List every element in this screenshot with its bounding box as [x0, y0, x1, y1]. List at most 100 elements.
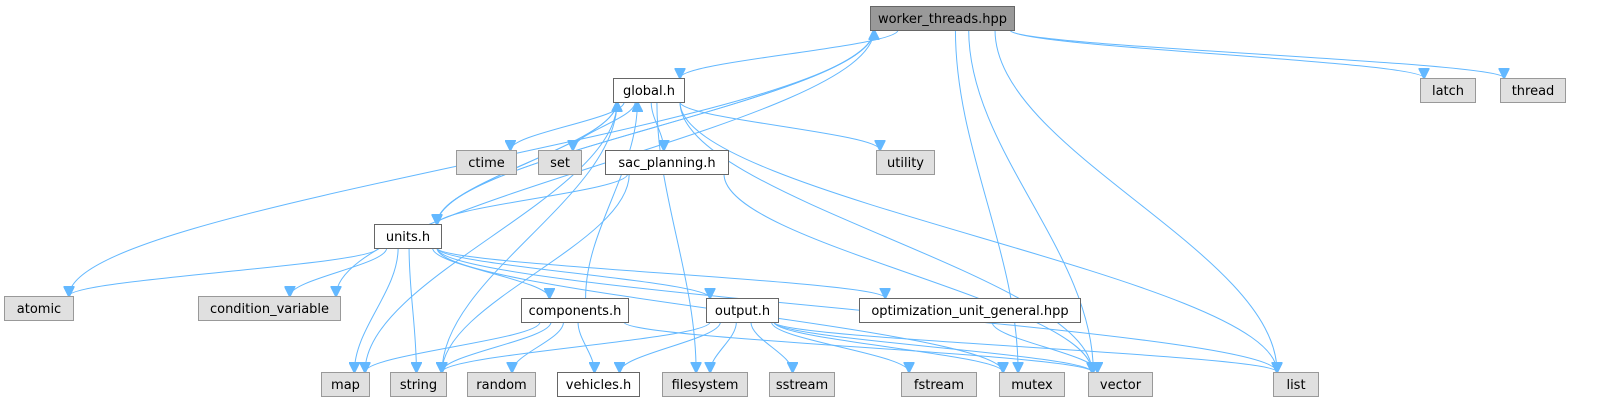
node-mutex: mutex	[999, 372, 1065, 397]
edge-line	[991, 321, 1097, 372]
node-label: set	[550, 156, 570, 171]
node-label: thread	[1512, 84, 1555, 99]
node-box	[467, 372, 536, 397]
edge-line	[432, 247, 550, 298]
node-ctime: ctime	[456, 150, 517, 175]
node-box	[1420, 78, 1476, 103]
node-box	[390, 372, 447, 397]
edge-line	[1009, 29, 1504, 78]
edge-global-to-vector	[679, 101, 1092, 372]
edge-sac_planning-to-vector	[723, 173, 1092, 372]
edge-units-to-global	[436, 102, 617, 225]
node-components[interactable]: components.h	[521, 298, 629, 323]
node-box	[662, 372, 748, 397]
edge-output-to-fstream	[770, 321, 909, 372]
node-box	[4, 296, 74, 321]
node-label: random	[476, 378, 526, 393]
edge-line	[354, 247, 399, 372]
edge-units-to-optimization	[436, 247, 885, 298]
node-box	[557, 372, 640, 397]
node-label: utility	[887, 156, 924, 171]
edge-worker_threads-to-global	[680, 29, 899, 78]
node-box	[456, 150, 517, 175]
edge-output-to-vehicles	[620, 321, 721, 372]
edge-worker_threads-to-list	[994, 29, 1277, 372]
node-box	[769, 372, 835, 397]
node-label: output.h	[715, 304, 770, 319]
edge-line	[577, 321, 594, 372]
node-vector: vector	[1088, 372, 1153, 397]
edge-worker_threads-to-thread	[1009, 29, 1504, 78]
node-global[interactable]: global.h	[613, 78, 685, 103]
node-box	[198, 296, 341, 321]
edge-global-to-filesystem	[656, 101, 696, 372]
edge-sac_planning-to-string	[442, 173, 630, 372]
node-label: sstream	[776, 378, 828, 393]
node-box	[1088, 372, 1153, 397]
node-vehicles[interactable]: vehicles.h	[557, 372, 640, 397]
node-label: fstream	[914, 378, 964, 393]
node-output[interactable]: output.h	[706, 298, 779, 323]
node-label: components.h	[529, 304, 622, 319]
edge-units-to-worker_threads	[436, 30, 874, 225]
node-label: filesystem	[672, 378, 739, 393]
node-label: latch	[1432, 84, 1464, 99]
node-sac-planning[interactable]: sac_planning.h	[605, 150, 729, 175]
edge-line	[436, 247, 1277, 372]
edge-line	[679, 101, 1277, 372]
node-label: list	[1286, 378, 1305, 393]
edge-sac_planning-to-units	[437, 173, 629, 224]
node-list: list	[1273, 372, 1319, 397]
edge-units-to-components	[432, 247, 550, 298]
node-condition-variable: condition_variable	[198, 296, 341, 321]
edge-output-to-string	[442, 321, 711, 372]
node-box	[521, 298, 629, 323]
edge-line	[773, 321, 1003, 372]
node-filesystem: filesystem	[662, 372, 748, 397]
node-units[interactable]: units.h	[374, 224, 442, 249]
edge-line	[723, 173, 1092, 372]
edge-worker_threads-to-latch	[1009, 29, 1424, 78]
edge-line	[968, 29, 1094, 372]
edge-line	[679, 101, 1092, 372]
edge-line	[436, 102, 617, 225]
edge-output-to-vector	[773, 321, 1092, 372]
edge-line	[436, 247, 710, 298]
node-fstream: fstream	[901, 372, 977, 397]
edge-line	[773, 321, 1277, 372]
node-utility: utility	[876, 150, 935, 175]
node-latch: latch	[1420, 78, 1476, 103]
edge-line	[620, 321, 721, 372]
node-box	[1273, 372, 1319, 397]
edge-components-to-random	[512, 321, 564, 372]
edge-output-to-filesystem	[710, 321, 737, 372]
edge-components-to-map	[365, 321, 541, 372]
edge-line	[408, 247, 416, 372]
node-worker-threads: worker_threads.hpp	[870, 6, 1015, 31]
edge-units-to-atomic	[69, 247, 379, 296]
edge-global-to-list	[679, 101, 1277, 372]
node-label: map	[331, 378, 360, 393]
edge-components-to-global	[585, 102, 638, 299]
edge-optimization-to-vector	[991, 321, 1097, 372]
edge-line	[710, 321, 737, 372]
node-label: atomic	[17, 302, 61, 317]
edge-components-to-vehicles	[577, 321, 594, 372]
edge-line	[750, 321, 793, 372]
node-optimization[interactable]: optimization_unit_general.hpp	[859, 298, 1081, 323]
edge-line	[437, 173, 629, 224]
node-label: sac_planning.h	[618, 156, 715, 171]
node-box	[613, 78, 685, 103]
node-box	[901, 372, 977, 397]
node-random: random	[467, 372, 536, 397]
edge-line	[994, 29, 1277, 372]
edge-units-to-output	[436, 247, 710, 298]
node-label: mutex	[1011, 378, 1053, 393]
node-thread: thread	[1500, 78, 1566, 103]
edge-line	[1009, 29, 1424, 78]
node-label: units.h	[386, 230, 430, 245]
edge-units-to-condition_variable	[290, 247, 388, 296]
edge-line	[442, 173, 630, 372]
node-box	[605, 150, 729, 175]
